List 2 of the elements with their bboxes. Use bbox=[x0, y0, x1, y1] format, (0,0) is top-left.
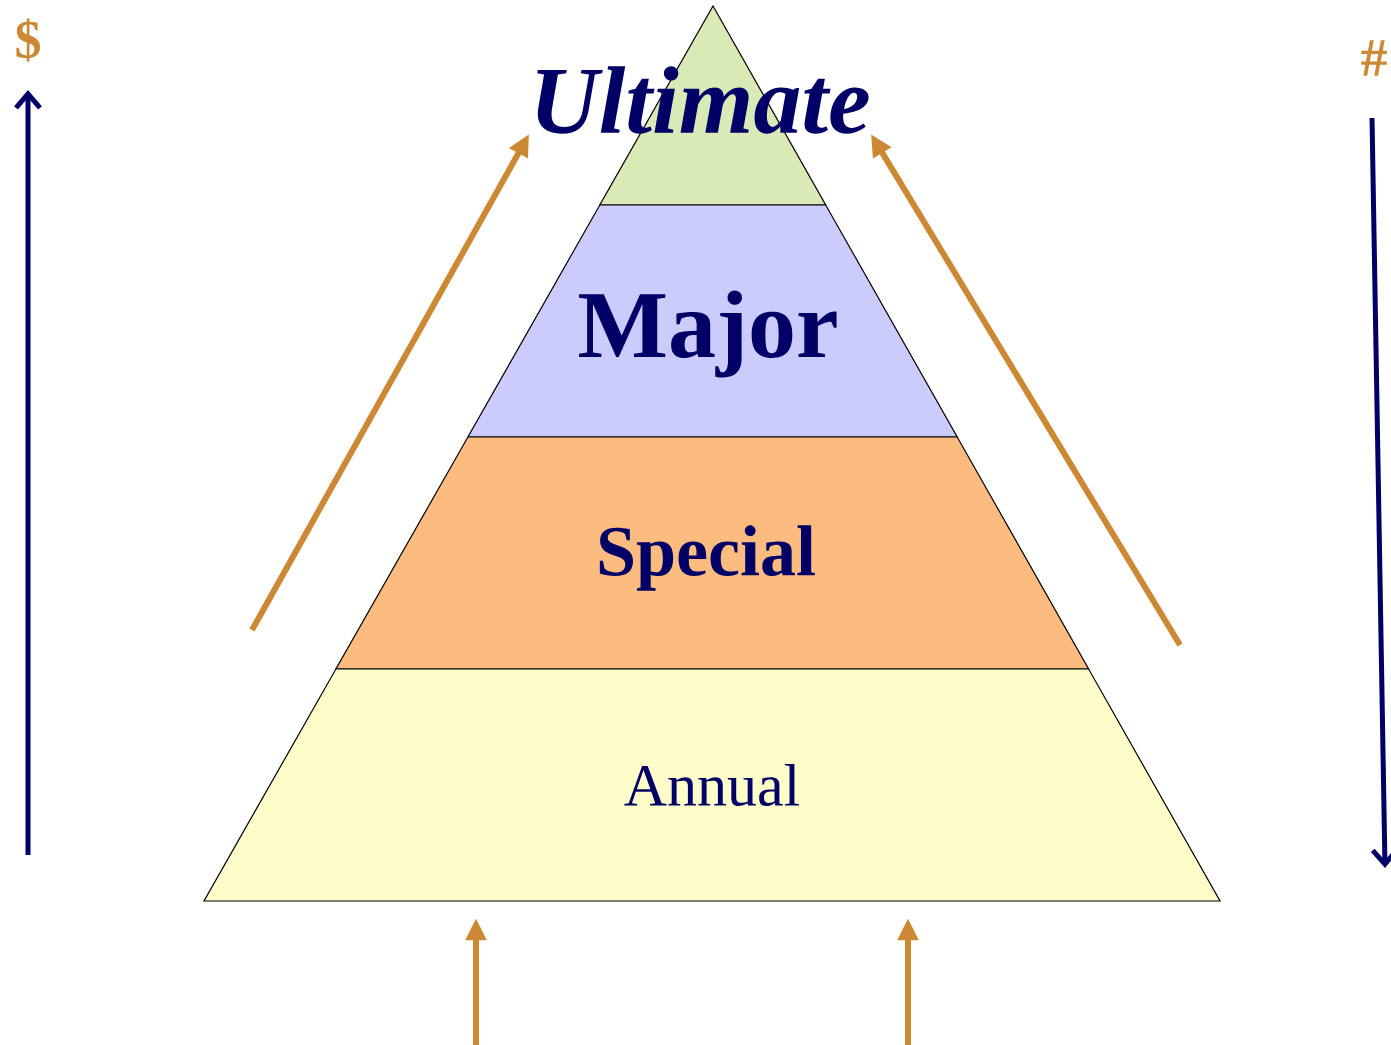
axis-label: # bbox=[1361, 40, 1387, 76]
axis-label: $ bbox=[16, 18, 40, 62]
